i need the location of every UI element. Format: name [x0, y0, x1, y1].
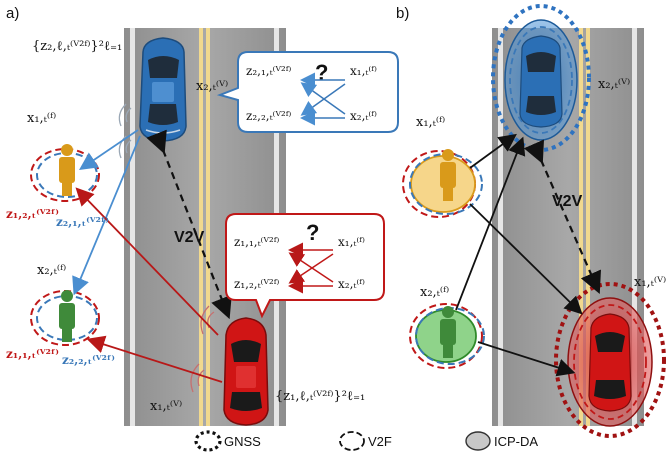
- icp-arrows-b: [455, 133, 583, 377]
- blue-vehicle-a: [139, 37, 187, 142]
- blue-vehicle-b: [491, 4, 591, 152]
- v2v-label-a: V2V: [174, 229, 205, 246]
- x-v-2-label-b: x₂,ₜ⁽ⱽ⁾: [598, 77, 630, 92]
- bubble-bot-z2: z₁,₂,ₜ⁽ⱽ²ᶠ⁾: [234, 277, 279, 291]
- x-v-1-label-b: x₁,ₜ⁽ⱽ⁾: [634, 275, 666, 290]
- x-f-1-label-b: x₁,ₜ⁽ᶠ⁾: [416, 115, 445, 130]
- bubble-bot-z1: z₁,₁,ₜ⁽ⱽ²ᶠ⁾: [234, 235, 279, 249]
- pedestrian-2-a: [30, 290, 100, 346]
- z-set-2-label: {z₂,ℓ,ₜ⁽ⱽ²ᶠ⁾}²ℓ₌₁: [32, 39, 122, 54]
- pedestrian-2-b: [409, 303, 485, 369]
- bubble-bot-question: ?: [306, 220, 319, 245]
- z-211-label: z₂,₁,ₜ⁽ⱽ²ᶠ⁾: [56, 215, 109, 229]
- legend-icp-icon: [465, 431, 491, 451]
- v2f-arrows-a: [72, 129, 223, 383]
- pedestrian-1-a: [30, 144, 100, 202]
- v2v-label-b: V2V: [552, 193, 583, 210]
- x-f-2-label-a: x₂,ₜ⁽ᶠ⁾: [37, 263, 66, 278]
- panel-label-a: a): [6, 5, 19, 22]
- legend-gnss-label: GNSS: [224, 434, 261, 449]
- legend-icp-label: ICP-DA: [494, 434, 538, 449]
- panel-label-b: b): [396, 5, 409, 22]
- x-f-1-label-a: x₁,ₜ⁽ᶠ⁾: [27, 111, 56, 126]
- legend-gnss-icon: [194, 430, 222, 452]
- red-vehicle-b: [554, 282, 666, 438]
- legend-v2f-label: V2F: [368, 434, 392, 449]
- x-f-2-label-b: x₂,ₜ⁽ᶠ⁾: [420, 285, 449, 300]
- bubble-top-question: ?: [315, 60, 328, 85]
- z-121-label: z₁,₂,ₜ⁽ⱽ²ᶠ⁾: [6, 207, 59, 221]
- x-v-1-label-a: x₁,ₜ⁽ⱽ⁾: [150, 399, 182, 414]
- pedestrian-1-b: [402, 149, 483, 218]
- legend: GNSS V2F ICP-DA: [194, 430, 538, 452]
- bubble-top-z1: z₂,₁,ₜ⁽ⱽ²ᶠ⁾: [246, 64, 291, 78]
- signal-waves-blue-a: [118, 103, 132, 159]
- z-111-label: z₁,₁,ₜ⁽ⱽ²ᶠ⁾: [6, 347, 59, 361]
- v2v-link-a: [146, 129, 232, 320]
- bubble-top-z2: z₂,₂,ₜ⁽ⱽ²ᶠ⁾: [246, 109, 291, 123]
- association-bubble-red: z₁,₁,ₜ⁽ⱽ²ᶠ⁾ z₁,₂,ₜ⁽ⱽ²ᶠ⁾ x₁,ₜ⁽ᶠ⁾ x₂,ₜ⁽ᶠ⁾ …: [225, 213, 385, 319]
- association-bubble-blue: z₂,₁,ₜ⁽ⱽ²ᶠ⁾ z₂,₂,ₜ⁽ⱽ²ᶠ⁾ x₁,ₜ⁽ᶠ⁾ x₂,ₜ⁽ᶠ⁾ …: [216, 51, 399, 133]
- legend-v2f-icon: [339, 431, 365, 451]
- bubble-bot-x1: x₁,ₜ⁽ᶠ⁾: [338, 235, 365, 249]
- z-set-1-label: {z₁,ℓ,ₜ⁽ⱽ²ᶠ⁾}²ℓ₌₁: [275, 389, 365, 404]
- bubble-bot-x2: x₂,ₜ⁽ᶠ⁾: [338, 277, 365, 291]
- x-v-2-label-a: x₂,ₜ⁽ⱽ⁾: [196, 79, 228, 94]
- z-222-label: z₂,₂,ₜ⁽ⱽ²ᶠ⁾: [62, 353, 115, 367]
- red-vehicle-a: [223, 317, 269, 426]
- bubble-top-x1: x₁,ₜ⁽ᶠ⁾: [350, 64, 377, 78]
- bubble-top-x2: x₂,ₜ⁽ᶠ⁾: [350, 109, 377, 123]
